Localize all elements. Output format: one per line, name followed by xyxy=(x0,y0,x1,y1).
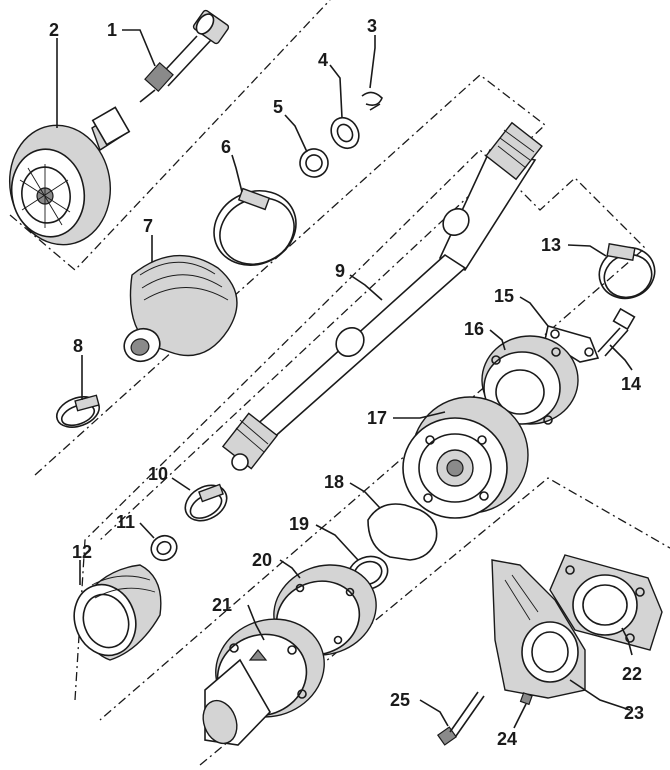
leader-21 xyxy=(247,604,265,641)
leader-18 xyxy=(349,482,381,509)
leader-15 xyxy=(519,296,549,327)
callout-3: 3 xyxy=(367,16,377,36)
callout-19: 19 xyxy=(289,514,309,534)
support-bracket-part xyxy=(491,559,586,699)
callout-13: 13 xyxy=(541,235,561,255)
leader-6 xyxy=(231,154,243,193)
leader-13 xyxy=(567,244,607,257)
small-boot-clamp-part xyxy=(55,394,101,428)
bearing-housing-part xyxy=(549,554,663,651)
inner-small-clamp-part xyxy=(184,483,228,522)
callout-2: 2 xyxy=(49,20,59,40)
callout-24: 24 xyxy=(497,729,517,749)
leader-14 xyxy=(609,344,633,371)
callout-8: 8 xyxy=(73,336,83,356)
callout-21: 21 xyxy=(212,595,232,615)
joint-cover-part xyxy=(481,335,579,425)
callout-15: 15 xyxy=(494,286,514,306)
bolt-part xyxy=(139,9,230,103)
callout-14: 14 xyxy=(621,374,641,394)
boundary-shaft-group xyxy=(34,74,547,541)
flange-shaft-part xyxy=(202,618,325,746)
callout-23: 23 xyxy=(624,703,644,723)
retaining-clip-part xyxy=(361,91,383,111)
outer-boot-part xyxy=(123,254,238,363)
leader-24 xyxy=(513,703,527,729)
callout-5: 5 xyxy=(273,97,283,117)
leader-19 xyxy=(315,524,359,561)
leader-4 xyxy=(329,64,343,119)
gasket-part xyxy=(367,503,438,561)
inner-boot-part xyxy=(73,564,162,661)
callout-12: 12 xyxy=(72,542,92,562)
inner-large-clamp-part xyxy=(598,243,656,300)
leader-3 xyxy=(369,35,376,89)
leader-1 xyxy=(122,29,156,67)
large-boot-clamp-part xyxy=(213,187,297,266)
callout-6: 6 xyxy=(221,137,231,157)
callout-22: 22 xyxy=(622,664,642,684)
washer-5-part xyxy=(299,148,329,178)
callout-10: 10 xyxy=(148,464,168,484)
callout-20: 20 xyxy=(252,550,272,570)
group-boundaries xyxy=(9,0,670,766)
callout-9: 9 xyxy=(335,261,345,281)
leader-25 xyxy=(419,699,449,727)
drive-shaft-part xyxy=(221,121,543,471)
callout-labels: 1 2 3 4 5 6 7 8 9 10 11 12 13 14 15 16 1… xyxy=(49,16,644,749)
outer-cv-joint-part xyxy=(8,106,131,246)
leader-16 xyxy=(489,329,506,351)
callout-25: 25 xyxy=(390,690,410,710)
callout-1: 1 xyxy=(107,20,117,40)
boundary-flange-group xyxy=(199,477,670,766)
callout-4: 4 xyxy=(318,50,328,70)
hex-bolt-part xyxy=(436,691,485,746)
boundary-inner-joint-group xyxy=(74,149,646,721)
callout-17: 17 xyxy=(367,408,387,428)
callout-18: 18 xyxy=(324,472,344,492)
nut-part xyxy=(519,692,533,706)
leader-17 xyxy=(393,411,446,419)
leader-lines xyxy=(56,29,633,729)
callout-16: 16 xyxy=(464,319,484,339)
leader-22 xyxy=(621,627,633,656)
leader-23 xyxy=(569,679,631,711)
washer-11-part xyxy=(150,534,178,562)
leader-10 xyxy=(171,477,191,491)
leader-20 xyxy=(279,559,301,579)
washer-4-part xyxy=(330,116,360,150)
callout-11: 11 xyxy=(116,512,135,532)
callout-7: 7 xyxy=(143,216,153,236)
leader-11 xyxy=(139,522,155,539)
leader-5 xyxy=(284,114,308,153)
socket-bolt-part xyxy=(597,307,636,357)
leader-9 xyxy=(349,274,383,301)
inner-cv-joint-part xyxy=(402,396,529,519)
